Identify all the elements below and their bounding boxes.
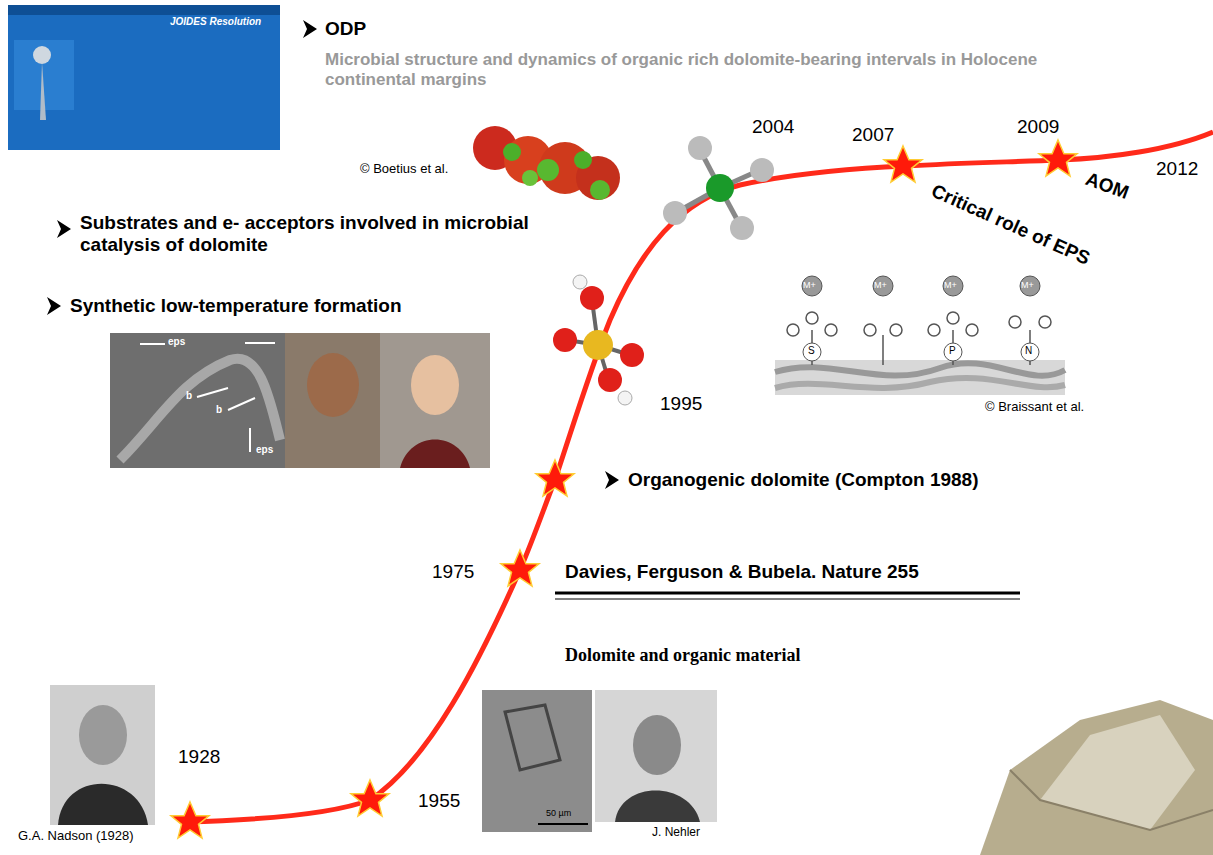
paper-title: Dolomite and organic material [565,645,800,666]
atom-label: N [1025,345,1032,357]
bullet-arrow [47,297,61,315]
milestone-label: Organogenic dolomite (Compton 1988) [628,469,978,491]
portrait-photo [400,440,470,469]
atom-label: S [808,345,815,357]
ship-photo [8,5,280,150]
year-label: 2004 [752,116,794,138]
micrograph [482,690,592,832]
leader-arrow [249,428,251,452]
ion-label: M+ [874,280,887,290]
milestone-star [501,550,539,586]
year-label: 2007 [852,124,894,146]
micrograph [505,705,560,770]
year-label: 1995 [660,393,702,415]
year-label: 1955 [418,790,460,812]
cell-aggregate [473,126,620,200]
double-underline [555,599,1020,600]
image-annotation: b [186,390,192,402]
leader-arrow [197,388,228,397]
image-annotation: eps [168,336,185,348]
dolomite-crystal [1010,770,1213,830]
scale-bar [245,342,275,344]
sem-image [110,333,285,468]
leader-arrow [140,343,165,345]
ship-photo [8,5,280,15]
milestone-label: Critical role of EPS [928,180,1093,270]
portrait-photo [58,784,148,825]
heading: ODP [325,18,366,40]
ion-label: M+ [803,280,816,290]
milestone-star [171,802,209,838]
portrait-photo [50,685,155,825]
anchor-symbol [33,46,51,64]
timeline-curve [185,132,1213,822]
subheading: Microbial structure and dynamics of orga… [325,50,1075,89]
atom-label: P [949,345,956,357]
anchor-symbol [40,62,46,120]
ship-name: JOIDES Resolution [170,16,261,28]
ion-label: M+ [1021,280,1034,290]
scale-bar [538,823,588,825]
year-label: 2012 [1156,158,1198,180]
credit: © Braissant et al. [985,400,1084,415]
portrait-photo [79,705,127,765]
methane-molecule [663,136,774,240]
portrait-photo [307,353,359,417]
milestone-star [536,460,574,496]
citation: Davies, Ferguson & Bubela. Nature 255 [565,561,919,583]
topic-label: Synthetic low-temperature formation [70,295,402,317]
year-label: 1975 [432,561,474,583]
credit: © Boetius et al. [360,162,448,177]
bullet-arrow [605,471,619,489]
year-label: 2009 [1017,116,1059,138]
sulfate-molecule [553,275,644,405]
bullet-arrow [57,220,71,238]
image-annotation: b [216,404,222,416]
portrait-photo [633,715,681,775]
portrait-caption: J. Nehler [652,826,700,840]
milestone-star [351,780,389,816]
portrait-photo [380,333,490,468]
sem-image [120,359,280,460]
timeline-stars [171,140,1077,838]
portrait-photo [595,690,717,822]
image-annotation: eps [256,444,273,456]
portrait-photo [285,333,380,468]
scale-label: 50 µm [546,808,571,818]
topic-label: Substrates and e- acceptors involved in … [80,212,550,256]
ion-label: M+ [944,280,957,290]
double-underline [555,592,1020,595]
dolomite-crystal [980,700,1213,855]
milestone-star [1039,140,1077,176]
bullet-arrow [303,20,317,38]
milestone-label: AOM [1083,168,1132,204]
portrait-photo [615,791,700,823]
portrait-caption: G.A. Nadson (1928) [18,829,134,844]
portrait-photo [411,355,459,415]
year-label: 1928 [178,746,220,768]
milestone-star [884,146,922,182]
dolomite-crystal [1040,715,1195,830]
leader-arrow [228,398,255,410]
eps-schematic [775,276,1065,395]
